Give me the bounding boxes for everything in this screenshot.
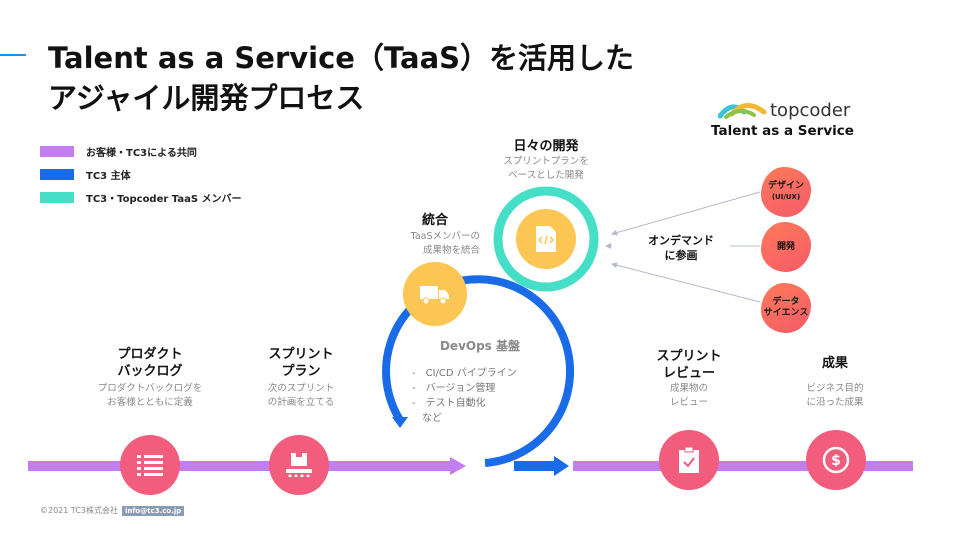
svg-text:$: $ bbox=[831, 453, 841, 469]
talent-dev-badge: 開発 bbox=[761, 222, 811, 272]
topcoder-tagline: Talent as a Service bbox=[711, 123, 854, 139]
stage-sprint-review-title: スプリント レビュー bbox=[634, 348, 744, 382]
stage-desc-line: に沿った成果 bbox=[806, 397, 864, 408]
legend-label: お客様・TC3による共同 bbox=[86, 147, 197, 159]
legend-swatch-teal bbox=[40, 191, 74, 203]
stage-desc-line: TaaSメンバーの bbox=[410, 231, 480, 242]
devops-item: - CI/CD パイプライン bbox=[412, 368, 517, 379]
devops-loop-arc bbox=[382, 275, 575, 467]
stage-title-line: バックログ bbox=[117, 364, 183, 379]
list-icon bbox=[137, 455, 163, 476]
page-title-line2: アジャイル開発プロセス bbox=[48, 81, 365, 115]
talent-ds-line2: サイエンス bbox=[763, 308, 809, 318]
dollar-icon: $ bbox=[822, 446, 850, 474]
footer-copyright: ©2021 TC3株式会社 bbox=[40, 506, 118, 515]
code-file-icon bbox=[536, 226, 556, 252]
stage-title-line: プラン bbox=[281, 364, 321, 379]
stage-sprint-plan-circle bbox=[269, 435, 329, 495]
stage-title-line: レビュー bbox=[662, 366, 715, 381]
stage-result-circle: $ bbox=[806, 430, 866, 490]
stage-result-desc: ビジネス目的 に沿った成果 bbox=[780, 382, 890, 410]
stage-desc-line: スプリントプランを bbox=[503, 156, 589, 167]
devops-exit-arrowhead bbox=[554, 456, 569, 476]
timeline-left-bar bbox=[28, 461, 450, 471]
topcoder-logo-icon bbox=[718, 103, 767, 119]
stage-sprint-review-desc: 成果物の レビュー bbox=[634, 382, 744, 410]
stage-backlog-circle bbox=[120, 435, 180, 495]
page-title-line1: Talent as a Service（TaaS）を活用した bbox=[48, 41, 635, 75]
devops-item: - テスト自動化 bbox=[412, 398, 486, 409]
footer-email[interactable]: info@tc3.co.jp bbox=[122, 505, 185, 516]
truck-icon bbox=[420, 286, 449, 304]
talent-design-badge: デザイン (UI/UX) bbox=[761, 167, 811, 217]
stage-sprint-plan-desc: 次のスプリント の計画を立てる bbox=[241, 382, 361, 410]
talent-ds-line1: データ bbox=[772, 297, 800, 307]
stage-title-line: プロダクト bbox=[117, 347, 183, 362]
stage-desc-line: ビジネス目的 bbox=[806, 383, 864, 394]
stage-integration-desc: TaaSメンバーの 成果物を統合 bbox=[370, 230, 480, 258]
legend-label: TC3・Topcoder TaaS メンバー bbox=[86, 193, 242, 205]
legend-item-taas: TC3・Topcoder TaaS メンバー bbox=[40, 191, 242, 205]
timeline-right-bar bbox=[573, 461, 913, 471]
stage-title-line: スプリント bbox=[656, 349, 722, 364]
stage-backlog-title: プロダクト バックログ bbox=[95, 346, 205, 380]
on-demand-label: オンデマンド に参画 bbox=[636, 233, 726, 263]
stage-integration-circle bbox=[403, 262, 467, 326]
legend-item-joint: お客様・TC3による共同 bbox=[40, 145, 197, 159]
timeline-left-arrowhead bbox=[450, 457, 466, 475]
on-demand-line: に参画 bbox=[664, 249, 698, 262]
stage-title-line: スプリント bbox=[268, 347, 334, 362]
on-demand-line: オンデマンド bbox=[648, 234, 714, 247]
stage-daily-dev-circle bbox=[516, 209, 576, 269]
on-demand-arrow-ds bbox=[611, 262, 761, 303]
stage-sprint-review-circle bbox=[659, 430, 719, 490]
on-demand-arrow-design bbox=[611, 191, 761, 236]
stage-desc-line: レビュー bbox=[669, 397, 708, 408]
page-title: Talent as a Service（TaaS）を活用した アジャイル開発プロ… bbox=[48, 38, 634, 118]
stage-result-title: 成果 bbox=[821, 356, 848, 371]
legend-swatch-blue bbox=[40, 168, 74, 180]
stage-desc-line: プロダクトバックログを bbox=[97, 383, 203, 394]
topcoder-logo-text: topcoder bbox=[770, 100, 851, 121]
stage-desc-line: の計画を立てる bbox=[267, 397, 335, 408]
devops-item: など bbox=[412, 413, 442, 424]
talent-ds-badge: データ サイエンス bbox=[761, 283, 811, 333]
devops-list: - CI/CD パイプライン - バージョン管理 - テスト自動化 など bbox=[412, 366, 517, 426]
talent-dev-label: 開発 bbox=[776, 241, 795, 252]
devops-exit-bar bbox=[514, 461, 556, 471]
stage-desc-line: 成果物の bbox=[669, 383, 708, 394]
devops-title: DevOps 基盤 bbox=[439, 339, 521, 353]
title-accent-line bbox=[0, 54, 26, 56]
legend-swatch-purple bbox=[40, 145, 74, 157]
stage-desc-line: 成果物を統合 bbox=[422, 245, 480, 256]
stage-daily-dev-desc: スプリントプランを ベースとした開発 bbox=[486, 155, 606, 183]
stage-desc-line: お客様とともに定義 bbox=[107, 397, 193, 408]
stage-sprint-plan-title: スプリント プラン bbox=[246, 346, 356, 380]
legend-item-tc3: TC3 主体 bbox=[40, 168, 131, 182]
stage-desc-line: 次のスプリント bbox=[267, 383, 335, 394]
talent-design-line2: (UI/UX) bbox=[771, 193, 801, 201]
stage-daily-dev-title: 日々の開発 bbox=[513, 139, 579, 154]
devops-item: - バージョン管理 bbox=[412, 383, 496, 394]
legend-label: TC3 主体 bbox=[86, 170, 131, 182]
daily-dev-loop bbox=[493, 186, 599, 292]
checklist-icon bbox=[679, 447, 699, 473]
stage-desc-line: ベースとした開発 bbox=[508, 170, 584, 181]
stage-integration-title: 統合 bbox=[421, 213, 448, 228]
conveyor-icon bbox=[286, 453, 312, 477]
talent-design-line1: デザイン bbox=[767, 181, 804, 191]
devops-loop-arrowhead bbox=[392, 417, 408, 428]
stage-backlog-desc: プロダクトバックログを お客様とともに定義 bbox=[85, 382, 215, 410]
footer: ©2021 TC3株式会社 info@tc3.co.jp bbox=[40, 505, 185, 516]
